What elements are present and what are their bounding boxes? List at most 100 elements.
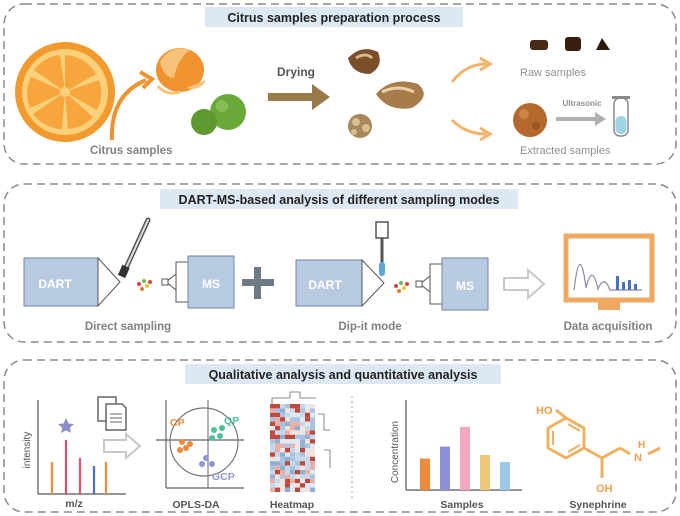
- heatmap-cell: [295, 461, 300, 465]
- raw-samples-label: Raw samples: [520, 67, 587, 79]
- heatmap-cell: [300, 404, 305, 408]
- heatmap-cell: [290, 479, 295, 483]
- heatmap-cell: [275, 461, 280, 465]
- heatmap-cell: [305, 439, 310, 443]
- heatmap-cell: [300, 466, 305, 470]
- heatmap-cell: [290, 426, 295, 430]
- heatmap-cell: [280, 474, 285, 478]
- heatmap-cell: [310, 430, 315, 434]
- heatmap-cell: [285, 430, 290, 434]
- heatmap-cell: [290, 435, 295, 439]
- hollow-arrow-icon: [104, 434, 140, 458]
- heatmap-cell: [270, 444, 275, 448]
- heatmap-cell: [290, 483, 295, 487]
- heatmap-cell: [305, 483, 310, 487]
- concentration-bar: [440, 447, 450, 490]
- heatmap-cell: [300, 479, 305, 483]
- heatmap-cell: [295, 439, 300, 443]
- heatmap-cell: [305, 422, 310, 426]
- heatmap-cell: [305, 404, 310, 408]
- ultrasonic-label: Ultrasonic: [562, 99, 602, 108]
- heatmap-cell: [300, 474, 305, 478]
- heatmap-cell: [290, 444, 295, 448]
- heatmap-cell: [290, 474, 295, 478]
- ms-inlet-left: [162, 262, 188, 302]
- citrus-samples-label: Citrus samples: [90, 145, 172, 157]
- heatmap-cell: [275, 404, 280, 408]
- heatmap-cell: [295, 435, 300, 439]
- heatmap-cell: [280, 457, 285, 461]
- heatmap-cell: [275, 483, 280, 487]
- concentration-bar: [460, 427, 470, 490]
- drying-arrow-icon: [268, 84, 330, 110]
- heatmap-cell: [270, 430, 275, 434]
- heatmap-cells: [270, 404, 315, 492]
- panel-title: Qualitative analysis and quantitative an…: [209, 368, 478, 382]
- heatmap-cell: [270, 404, 275, 408]
- heatmap-cell: [300, 430, 305, 434]
- heatmap-cell: [270, 448, 275, 452]
- heatmap-cell: [280, 430, 285, 434]
- heatmap-cell: [290, 422, 295, 426]
- heatmap-cell: [275, 479, 280, 483]
- heatmap-cell: [275, 452, 280, 456]
- heatmap-cell: [295, 470, 300, 474]
- synephrine-label: Synephrine: [569, 499, 626, 511]
- conc-bars: [420, 427, 510, 490]
- heatmap-cell: [305, 413, 310, 417]
- h-label: H: [638, 440, 645, 451]
- hollow-arrow-icon: [504, 270, 544, 298]
- heatmap-cell: [295, 413, 300, 417]
- dip-it-mode-label: Dip-it mode: [338, 321, 401, 333]
- panel-analysis: Qualitative analysis and quantitative an…: [4, 360, 676, 512]
- heatmap-cell: [305, 461, 310, 465]
- heatmap-cell: [300, 448, 305, 452]
- heatmap-cell: [310, 444, 315, 448]
- ms-label: MS: [202, 277, 220, 291]
- powder-icon: [513, 103, 547, 137]
- heatmap-cell: [285, 413, 290, 417]
- heatmap-cell: [310, 488, 315, 492]
- heatmap-cell: [285, 479, 290, 483]
- heatmap-cell: [290, 439, 295, 443]
- ion-dots-icon: [137, 279, 152, 291]
- heatmap-cell: [285, 466, 290, 470]
- heatmap-cell: [295, 466, 300, 470]
- ho-label: HO: [536, 405, 553, 417]
- heatmap-cell: [275, 457, 280, 461]
- opls-da-label: OPLS-DA: [172, 499, 220, 511]
- heatmap-cell: [290, 466, 295, 470]
- dried-peel-icon: [348, 49, 424, 109]
- monitor-icon: [566, 236, 652, 310]
- drying-label: Drying: [277, 65, 315, 79]
- heatmap-cell: [300, 483, 305, 487]
- heatmap-cell: [305, 435, 310, 439]
- heatmap-cell: [300, 461, 305, 465]
- cp-label: CP: [170, 417, 185, 429]
- heatmap-cell: [280, 479, 285, 483]
- heatmap-cell: [310, 483, 315, 487]
- heatmap-cell: [305, 452, 310, 456]
- heatmap-cell: [280, 408, 285, 412]
- heatmap-cell: [305, 417, 310, 421]
- panel-preparation: Citrus samples preparation process: [4, 4, 676, 164]
- heatmap-cell: [280, 435, 285, 439]
- document-icon: [98, 397, 126, 430]
- heatmap-cell: [300, 452, 305, 456]
- dried-slices-icon: [348, 114, 372, 138]
- ultrasonic-arrow-icon: [556, 112, 606, 126]
- intensity-label: intensity: [22, 432, 33, 469]
- hollow-arrow-extracted-icon: [452, 120, 490, 140]
- heatmap-cell: [295, 483, 300, 487]
- heatmap-cell: [270, 461, 275, 465]
- heatmap-cell: [270, 452, 275, 456]
- heatmap-cell: [305, 430, 310, 434]
- heatmap-cell: [275, 426, 280, 430]
- heatmap-cell: [305, 474, 310, 478]
- panel-title: Citrus samples preparation process: [227, 11, 440, 25]
- heatmap-cell: [295, 404, 300, 408]
- heatmap-cell: [285, 404, 290, 408]
- heatmap-cell: [310, 470, 315, 474]
- heatmap-cell: [280, 426, 285, 430]
- heatmap-cell: [290, 430, 295, 434]
